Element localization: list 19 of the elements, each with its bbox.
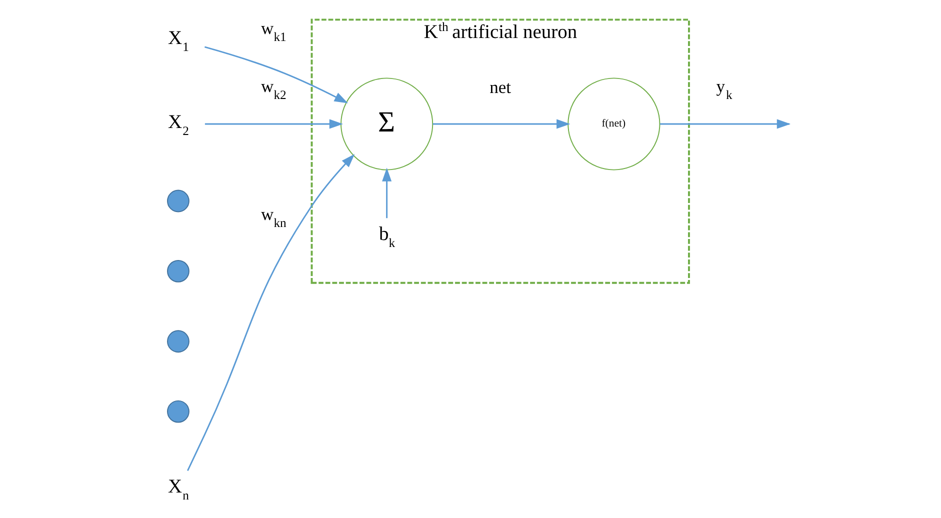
node-text: X$_{n}$ (168, 476, 189, 502)
edge-label: w$_{k1}$ (261, 18, 286, 44)
arrow (187, 154, 355, 471)
arrow (204, 119, 344, 129)
node-circle (167, 330, 190, 353)
edge-label: net (490, 77, 512, 98)
node-text: X$_{1}$ (168, 28, 189, 54)
arrow (382, 168, 392, 218)
arrow (432, 119, 570, 129)
edge-label: w$_{kn}$ (261, 204, 286, 230)
node-circle (167, 190, 190, 212)
node-circle (167, 400, 190, 423)
edge-label: y$_{k}$ (716, 76, 732, 102)
node-circle (167, 260, 190, 282)
node-text: X$_{2}$ (168, 112, 189, 138)
node-text: b$_{k}$ (379, 224, 396, 250)
node-circle: f(net) (568, 78, 660, 170)
edge-label: w$_{k2}$ (261, 76, 286, 102)
arrow (204, 46, 348, 104)
